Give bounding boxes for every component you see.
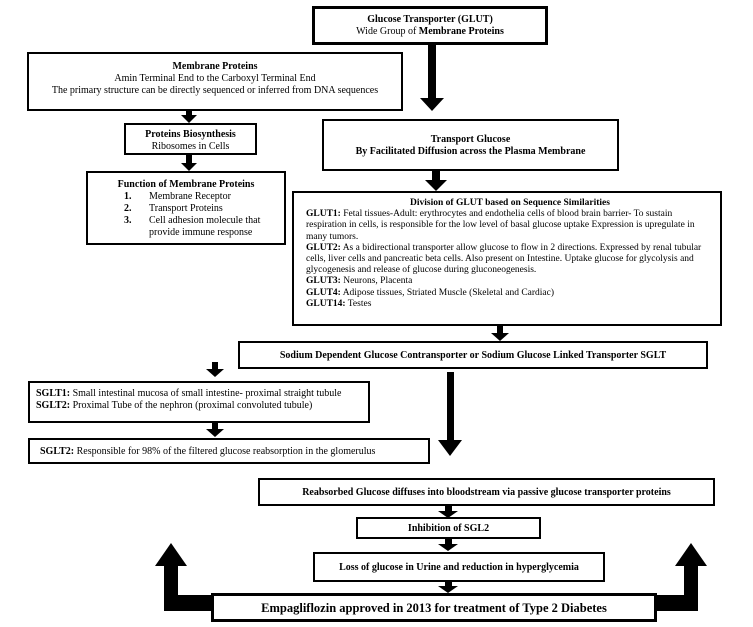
- arrow-reabsorbed-to-inhibition: [438, 506, 458, 518]
- transport-glucose-box: Transport Glucose By Facilitated Diffusi…: [322, 119, 619, 171]
- arrow-biosynthesis-to-function: [181, 155, 197, 171]
- glut2-entry: GLUT2: As a bidirectional transporter al…: [306, 242, 702, 276]
- division-title: Division of GLUT based on Sequence Simil…: [410, 198, 610, 208]
- biosynthesis-line1: Ribosomes in Cells: [151, 141, 230, 152]
- function-item: 2.Transport Proteins: [124, 203, 223, 214]
- sglt-title: Sodium Dependent Glucose Contransporter …: [279, 350, 667, 361]
- glut14-entry: GLUT14: Testes: [306, 298, 372, 309]
- arrow-inhibition-to-loss: [438, 538, 458, 551]
- division-box: Division of GLUT based on Sequence Simil…: [292, 191, 722, 326]
- membrane-proteins-box: Membrane Proteins Amin Terminal End to t…: [27, 52, 403, 111]
- loss-text: Loss of glucose in Urine and reduction i…: [339, 562, 579, 573]
- biosynthesis-box: Proteins Biosynthesis Ribosomes in Cells: [124, 123, 257, 155]
- arrow-left-elbow: [155, 543, 211, 611]
- membrane-proteins-line2: The primary structure can be directly se…: [51, 85, 379, 96]
- biosynthesis-title: Proteins Biosynthesis: [145, 129, 236, 140]
- reabsorbed-box: Reabsorbed Glucose diffuses into bloodst…: [258, 478, 715, 506]
- arrow-types-to-resp: [206, 421, 224, 437]
- empagliflozin-box: Empagliflozin approved in 2013 for treat…: [211, 593, 657, 622]
- glut4-entry: GLUT4: Adipose tissues, Striated Muscle …: [306, 287, 555, 298]
- empagliflozin-text: Empagliflozin approved in 2013 for treat…: [261, 601, 607, 615]
- sglt2-resp-box: SGLT2: Responsible for 98% of the filter…: [28, 438, 430, 464]
- sglt-types-box: SGLT1: Small intestinal mucosa of small …: [28, 381, 370, 423]
- function-box: Function of Membrane Proteins 1.Membrane…: [86, 171, 286, 245]
- arrow-glut-to-transport: [420, 44, 444, 111]
- glut3-entry: GLUT3: Neurons, Placenta: [306, 276, 413, 287]
- sglt1-entry: SGLT1: Small intestinal mucosa of small …: [36, 388, 342, 399]
- arrow-sglt-to-types: [206, 362, 224, 377]
- inhibition-box: Inhibition of SGL2: [356, 517, 541, 539]
- function-item: 3.Cell adhesion molecule that provide im…: [124, 215, 261, 238]
- transport-line1: Transport Glucose: [430, 134, 511, 145]
- function-title: Function of Membrane Proteins: [117, 179, 255, 190]
- membrane-proteins-line1: Amin Terminal End to the Carboxyl Termin…: [114, 73, 316, 84]
- arrow-membrane-to-biosynthesis: [181, 111, 197, 123]
- arrow-sglt-to-reabsorbed: [438, 372, 462, 456]
- membrane-proteins-title: Membrane Proteins: [172, 61, 258, 72]
- sglt2-resp-text: SGLT2: Responsible for 98% of the filter…: [40, 446, 376, 457]
- glut1-entry: GLUT1: Fetal tissues-Adult: erythrocytes…: [306, 209, 695, 242]
- glut-subtitle: Wide Group of Membrane Proteins: [356, 26, 504, 37]
- arrow-right-elbow: [657, 543, 707, 611]
- glut-box: Glucose Transporter (GLUT) Wide Group of…: [312, 6, 548, 45]
- transport-line2: By Facilitated Diffusion across the Plas…: [355, 146, 586, 157]
- arrow-division-to-sglt: [491, 326, 509, 341]
- sglt-box: Sodium Dependent Glucose Contransporter …: [238, 341, 708, 369]
- sglt2-entry: SGLT2: Proximal Tube of the nephron (pro…: [36, 400, 313, 411]
- reabsorbed-text: Reabsorbed Glucose diffuses into bloodst…: [302, 487, 671, 498]
- glut-title: Glucose Transporter (GLUT): [367, 14, 493, 25]
- inhibition-text: Inhibition of SGL2: [407, 523, 490, 534]
- loss-box: Loss of glucose in Urine and reduction i…: [313, 552, 605, 582]
- function-item: 1.Membrane Receptor: [124, 191, 231, 202]
- arrow-loss-to-empa: [438, 582, 458, 593]
- arrow-transport-to-division: [425, 170, 447, 191]
